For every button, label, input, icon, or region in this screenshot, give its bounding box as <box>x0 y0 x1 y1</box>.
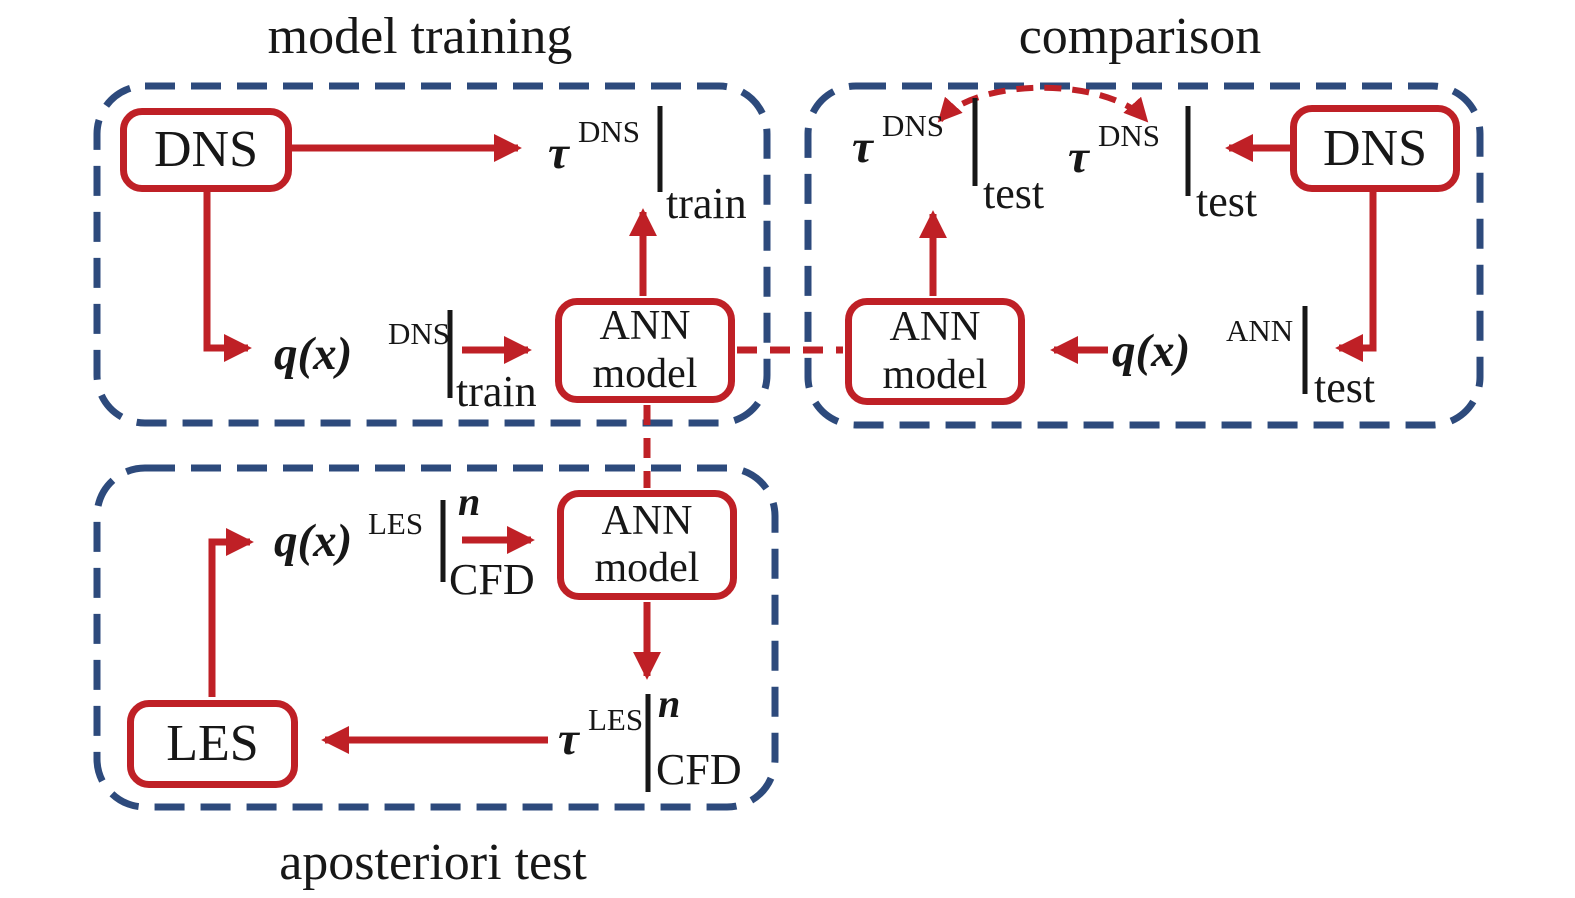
tau-dns-train-base: τ <box>548 127 569 179</box>
q-ann-test-sup: ANN <box>1226 313 1294 348</box>
ann-model-comparison-line2: model <box>882 351 988 398</box>
ann-model-node-training: ANN model <box>555 298 735 403</box>
section-borders <box>93 82 1484 811</box>
tau-les-cfd-sup: LES <box>588 702 644 737</box>
tau-les-cfd-sub: CFD <box>656 745 742 794</box>
tau-dns-test-right-base: τ <box>1068 131 1089 183</box>
tau-dns-train-sub: train <box>666 179 747 228</box>
ann-model-training-line2: model <box>592 350 698 397</box>
q-les-cfd-sub: CFD <box>449 555 535 604</box>
tau-dns-test-left-sup: DNS <box>882 108 945 143</box>
tau-les-cfd-base: τ <box>558 713 579 765</box>
q-dns-train-sub: train <box>456 367 537 416</box>
solid-arrows <box>203 134 1377 754</box>
tau-dns-test-left-base: τ <box>852 121 873 173</box>
q-dns-train-base: q(x) <box>274 328 353 380</box>
q-ann-test-sub: test <box>1314 363 1376 412</box>
ann-model-node-comparison: ANN model <box>845 298 1025 405</box>
ann-model-aposteriori-line2: model <box>594 545 700 591</box>
les-node-label: LES <box>166 715 259 772</box>
q-les-cfd-sup: LES <box>368 506 424 541</box>
q-les-cfd-sup-n: n <box>458 479 481 524</box>
les-node: LES <box>127 700 298 788</box>
ann-model-training-line1: ANN <box>599 303 691 350</box>
comparison-section-border <box>804 82 1484 429</box>
dns-node-comparison-label: DNS <box>1322 119 1428 177</box>
tau-les-cfd-sup-n: n <box>658 681 681 726</box>
dns-node-training: DNS <box>120 108 292 192</box>
arrow-les-to-q-les <box>208 528 254 697</box>
q-dns-train-sup: DNS <box>388 316 451 351</box>
tau-dns-test-left-sub: test <box>983 169 1045 218</box>
ann-model-node-aposteriori: ANN model <box>557 490 737 600</box>
q-les-cfd-base: q(x) <box>274 515 353 567</box>
dashed-comparison-double-arrow <box>937 84 1149 123</box>
tau-dns-test-right-sub: test <box>1196 177 1258 226</box>
training-section-border <box>93 82 771 427</box>
tau-dns-train-sup: DNS <box>578 114 641 149</box>
tau-dns-test-right-sup: DNS <box>1098 118 1161 153</box>
restriction-bars <box>440 98 1308 792</box>
dashed-connectors <box>643 84 1149 488</box>
comparison-section-title: comparison <box>1018 8 1262 65</box>
arrow-dns-to-q-test <box>1335 191 1377 362</box>
arrow-dns-to-q-train <box>203 189 252 362</box>
aposteriori-section-border <box>93 464 779 811</box>
ann-model-comparison-line1: ANN <box>889 304 981 351</box>
dns-node-training-label: DNS <box>153 121 259 178</box>
dns-node-comparison: DNS <box>1290 105 1460 192</box>
q-ann-test-base: q(x) <box>1112 325 1191 377</box>
aposteriori-section-title: aposteriori test <box>279 834 587 891</box>
ann-model-aposteriori-line1: ANN <box>601 497 693 544</box>
training-section-title: model training <box>267 8 573 65</box>
